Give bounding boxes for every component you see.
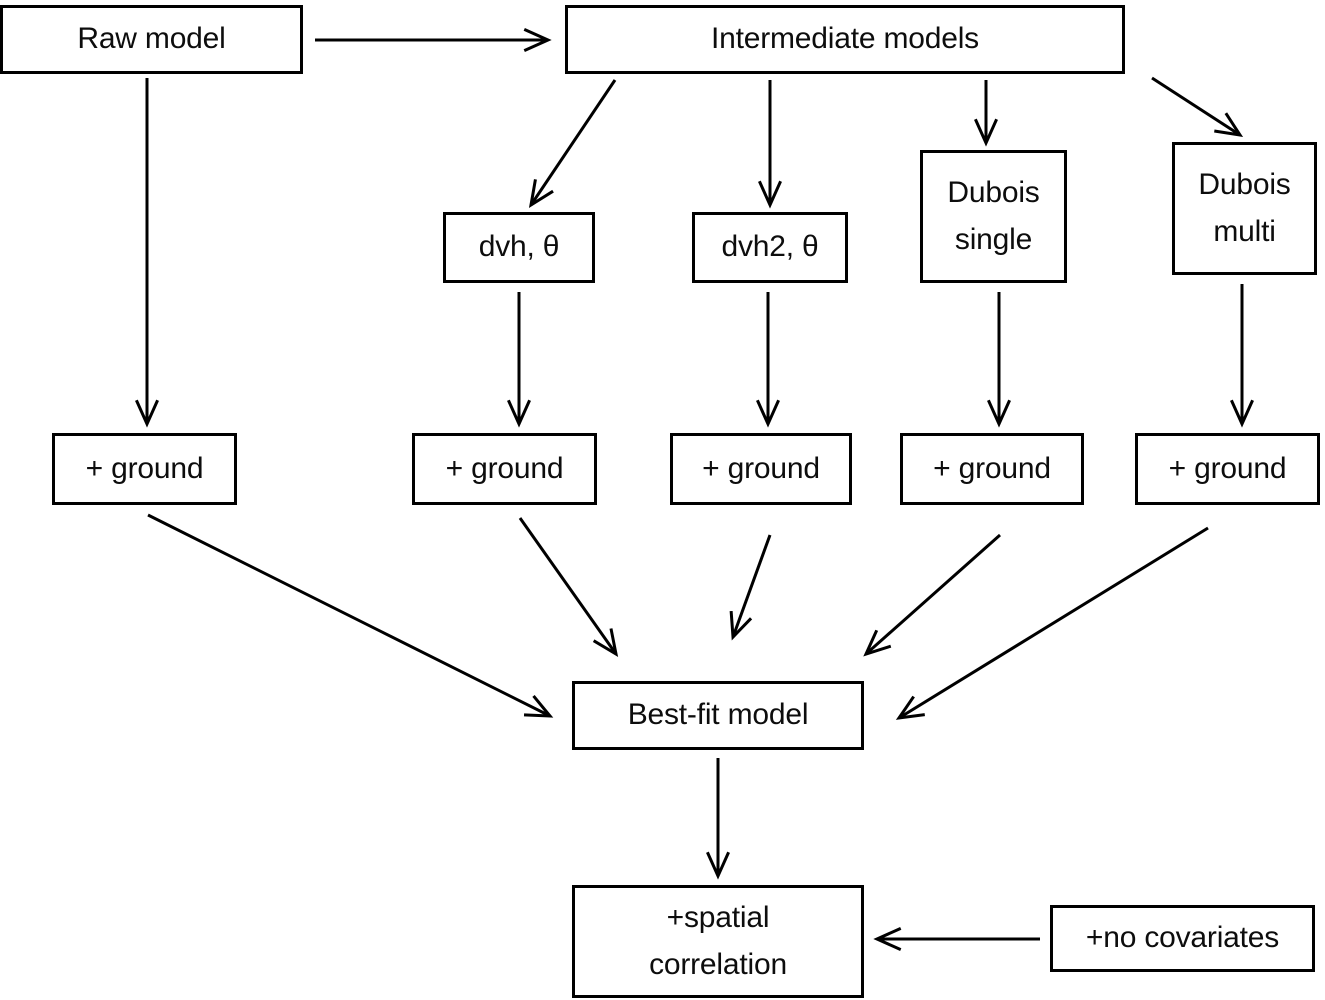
node-label-ground-4: + ground bbox=[933, 451, 1051, 485]
node-label-raw-model: Raw model bbox=[77, 22, 226, 56]
arrow-dmulti-to-ground5 bbox=[1230, 284, 1254, 428]
arrow-intermediate-to-dmulti bbox=[1151, 76, 1244, 137]
node-no-covariates[interactable]: +no covariates bbox=[1050, 905, 1315, 972]
arrow-dsingle-to-ground4 bbox=[987, 292, 1011, 428]
node-label-dubois-multi: Dubois multi bbox=[1198, 168, 1291, 248]
arrow-dvh-to-ground2 bbox=[507, 292, 531, 428]
node-dubois-multi[interactable]: Dubois multi bbox=[1172, 142, 1317, 275]
node-label-dvh2: dvh2, θ bbox=[721, 230, 819, 264]
arrow-ground5-to-bestfit bbox=[895, 526, 1209, 720]
node-label-spatial: +spatial correlation bbox=[649, 901, 787, 981]
node-ground-4[interactable]: + ground bbox=[900, 433, 1084, 505]
node-dvh2[interactable]: dvh2, θ bbox=[692, 212, 848, 283]
node-label-no-covariates: +no covariates bbox=[1085, 921, 1280, 955]
arrow-intermediate-to-dvh bbox=[528, 79, 617, 209]
node-label-intermediate: Intermediate models bbox=[710, 22, 979, 56]
node-label-dubois-single: Dubois single bbox=[947, 176, 1040, 256]
node-ground-3[interactable]: + ground bbox=[670, 433, 852, 505]
node-label-ground-2: + ground bbox=[445, 451, 564, 485]
node-label-ground-5: + ground bbox=[1168, 451, 1287, 485]
node-raw-model[interactable]: Raw model bbox=[0, 5, 303, 74]
arrow-raw-to-ground1 bbox=[135, 78, 159, 428]
node-label-best-fit: Best-fit model bbox=[627, 698, 809, 732]
arrow-ground3-to-bestfit bbox=[729, 534, 772, 641]
arrow-covariates-to-spatial bbox=[873, 927, 1040, 951]
arrow-bestfit-to-spatial bbox=[706, 758, 730, 880]
node-dubois-single[interactable]: Dubois single bbox=[920, 150, 1067, 283]
node-best-fit[interactable]: Best-fit model bbox=[572, 681, 864, 750]
node-ground-5[interactable]: + ground bbox=[1135, 433, 1320, 505]
node-dvh[interactable]: dvh, θ bbox=[443, 212, 595, 283]
node-label-ground-3: + ground bbox=[702, 451, 820, 485]
node-ground-2[interactable]: + ground bbox=[412, 433, 597, 505]
arrow-intermediate-to-dvh2 bbox=[758, 80, 782, 209]
arrow-ground4-to-bestfit bbox=[863, 533, 1001, 657]
node-intermediate[interactable]: Intermediate models bbox=[565, 5, 1125, 74]
node-spatial[interactable]: +spatial correlation bbox=[572, 885, 864, 998]
node-ground-1[interactable]: + ground bbox=[52, 433, 237, 505]
arrow-raw-to-intermediate bbox=[315, 28, 552, 52]
node-label-ground-1: + ground bbox=[85, 451, 204, 485]
arrow-dvh2-to-ground3 bbox=[756, 292, 780, 428]
arrow-intermediate-to-dsingle bbox=[974, 80, 998, 147]
node-label-dvh: dvh, θ bbox=[478, 230, 560, 264]
arrow-ground1-to-bestfit bbox=[147, 513, 554, 718]
arrow-ground2-to-bestfit bbox=[518, 517, 619, 658]
